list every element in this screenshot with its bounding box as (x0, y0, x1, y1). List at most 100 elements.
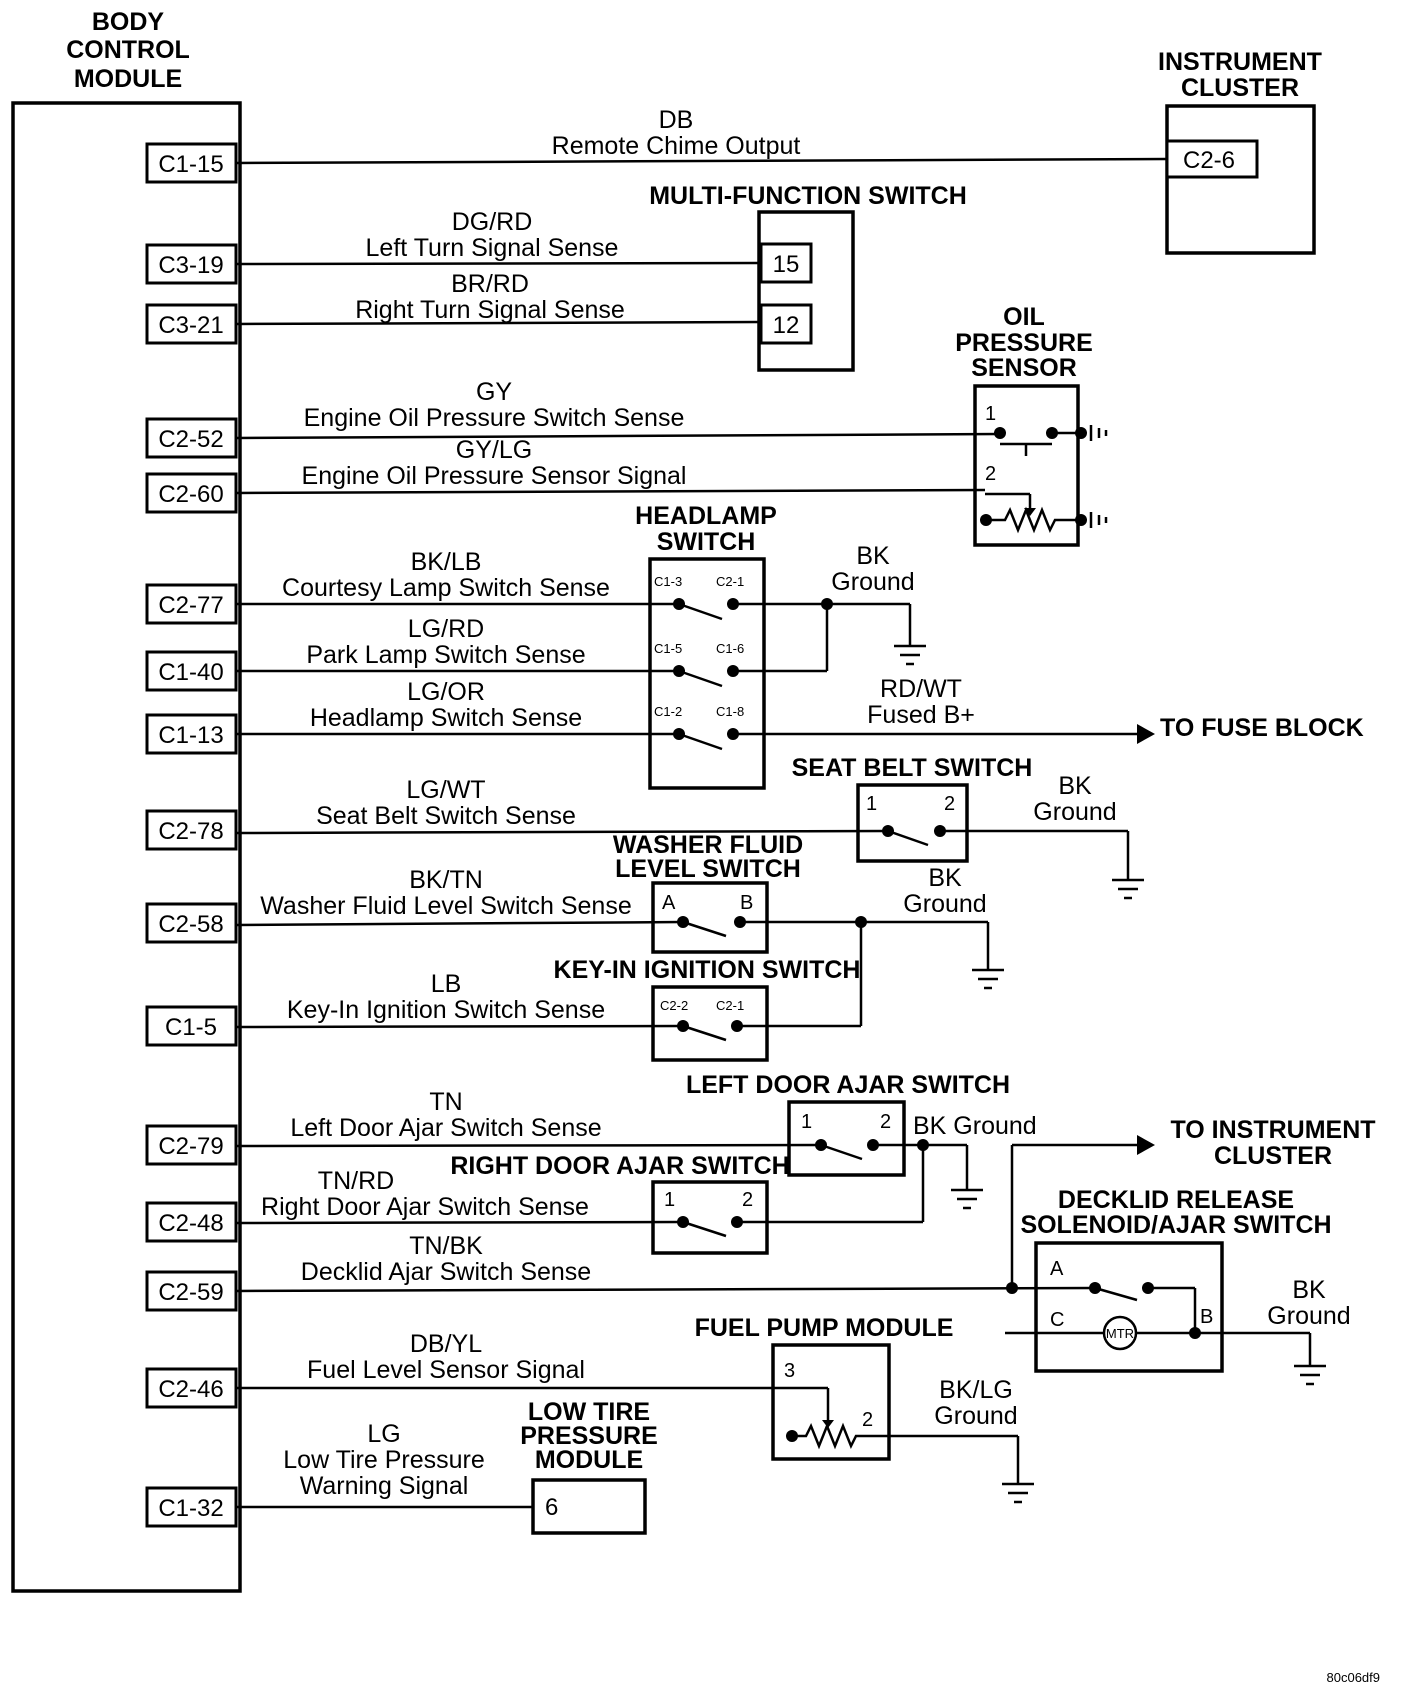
oil-pressure-box (973, 384, 1080, 547)
pin-label: C2-79 (158, 1133, 223, 1160)
bcm-title-line-2: CONTROL (66, 36, 190, 64)
to-instrument-cluster: TO INSTRUMENT CLUSTER (1012, 1116, 1376, 1170)
oil-pressure-title-2: PRESSURE (955, 329, 1093, 357)
oil-switch-circuit: GY Engine Oil Pressure Switch Sense (235, 378, 1001, 440)
courtesy-circuit: BK/LB Courtesy Lamp Switch Sense (236, 548, 679, 606)
ground-icon (892, 620, 928, 666)
pin-label: A (662, 892, 676, 914)
courtesy-switch-blade (678, 602, 723, 621)
wire-function-label: Park Lamp Switch Sense (306, 641, 585, 669)
decklid-title-2: SOLENOID/AJAR SWITCH (1020, 1211, 1331, 1239)
right-door-circuit: TN/RD Right Door Ajar Switch Sense (235, 1145, 925, 1225)
pin-label: C2-48 (158, 1210, 223, 1237)
wire-color-label: DG/RD (452, 208, 533, 236)
ground-icon (1292, 1340, 1328, 1386)
oil-sensor-resistor-icon (986, 506, 1081, 534)
instrument-cluster-pin-label: C2-6 (1183, 147, 1235, 174)
bcm-pin-c2-58: C2-58 (145, 902, 238, 944)
right-door-switch-title: RIGHT DOOR AJAR SWITCH (450, 1152, 789, 1180)
ground-label: Ground (903, 890, 986, 918)
oil-pressure-title-3: SENSOR (971, 354, 1077, 382)
pin-label: C1-32 (158, 1495, 223, 1522)
pin-label: C (1050, 1309, 1064, 1331)
bcm-pin-c2-77: C2-77 (145, 583, 238, 625)
wire-color-label: TN/BK (409, 1232, 483, 1260)
to-instrument-cluster-label-2: CLUSTER (1214, 1142, 1332, 1170)
pin-label: 1 (866, 793, 877, 815)
washer-fluid-level-switch: WASHER FLUID LEVEL SWITCH A B (613, 831, 803, 954)
wire-function-label-2: Warning Signal (300, 1472, 469, 1500)
washer-circuit: BK/TN Washer Fluid Level Switch Sense BK… (235, 864, 1006, 990)
wire-color-label: GY/LG (456, 436, 532, 464)
right-turn-circuit: BR/RD Right Turn Signal Sense (235, 270, 762, 326)
bcm-pin-c2-52: C2-52 (145, 417, 238, 459)
ground-label: Ground (1033, 798, 1116, 826)
wire-color-label: BR/RD (451, 270, 529, 298)
ground-icon (1000, 1458, 1036, 1504)
pin-label: C2-1 (716, 574, 744, 589)
seat-belt-circuit: LG/WT Seat Belt Switch Sense BK Ground (235, 772, 1146, 900)
washer-switch-title-1: WASHER FLUID (613, 831, 803, 859)
wire-function-label: Fuel Level Sensor Signal (307, 1356, 585, 1384)
pin-label: C2-77 (158, 592, 223, 619)
arrow-right-icon (1137, 1135, 1155, 1155)
multi-function-switch: MULTI-FUNCTION SWITCH 15 12 (649, 182, 967, 372)
pin-label: C2-1 (716, 998, 744, 1013)
headlamp-switch-blade (678, 732, 723, 751)
low-tire-title-2: PRESSURE (520, 1422, 658, 1450)
remote-chime-circuit: DB Remote Chime Output (235, 106, 1168, 165)
left-door-switch-blade (820, 1143, 863, 1161)
bcm-pin-c1-5: C1-5 (145, 1005, 238, 1047)
bcm-box (11, 101, 242, 1593)
ground-icon (970, 944, 1006, 990)
bcm-pin-c2-46: C2-46 (145, 1367, 238, 1409)
left-turn-circuit: DG/RD Left Turn Signal Sense (235, 208, 762, 266)
wire-function-label: Right Turn Signal Sense (355, 296, 625, 324)
figure-code: 80c06df9 (1327, 1670, 1381, 1685)
ground-icon (1110, 854, 1146, 900)
wire-color-label: LG/RD (408, 615, 484, 643)
park-switch-blade (678, 669, 723, 688)
fuel-pump-box (771, 1343, 891, 1461)
multi-function-switch-title: MULTI-FUNCTION SWITCH (649, 182, 967, 210)
oil-pin-2-label: 2 (985, 463, 996, 485)
pin-label: C1-5 (654, 641, 682, 656)
bcm-pin-c2-60: C2-60 (145, 472, 238, 514)
ground-label: BK Ground (913, 1112, 1037, 1140)
decklid-title-1: DECKLID RELEASE (1058, 1186, 1294, 1214)
washer-switch-blade (682, 920, 727, 938)
pin-label: 1 (664, 1189, 675, 1211)
motor-label: MTR (1106, 1326, 1134, 1341)
pin-label: C3-21 (158, 312, 223, 339)
bcm-pin-c1-32: C1-32 (145, 1486, 238, 1528)
ground-label: Ground (934, 1402, 1017, 1430)
headlamp-switch-title-1: HEADLAMP (635, 502, 777, 530)
pin-label: C2-2 (660, 998, 688, 1013)
pin-label: C2-58 (158, 911, 223, 938)
headlamp-ground-circuit: BK Ground (733, 542, 928, 673)
bcm-title-line-1: BODY (92, 8, 165, 36)
pin-label: C1-6 (716, 641, 744, 656)
decklid-switch-blade (1094, 1286, 1138, 1302)
bcm-pin-c1-13: C1-13 (145, 713, 238, 755)
low-tire-pressure-module: LOW TIRE PRESSURE MODULE 6 (520, 1398, 658, 1535)
ground-label: Ground (1267, 1302, 1350, 1330)
ground-icon (949, 1164, 985, 1210)
pin-label: 2 (944, 793, 955, 815)
bcm-pin-c2-48: C2-48 (145, 1201, 238, 1243)
pin-label: C2-59 (158, 1279, 223, 1306)
pin-label: C2-52 (158, 426, 223, 453)
bcm-pin-c2-79: C2-79 (145, 1124, 238, 1166)
pin-label: C1-2 (654, 704, 682, 719)
bcm-pin-c1-40: C1-40 (145, 650, 238, 692)
pin-label: B (740, 892, 753, 914)
wire-function-label: Seat Belt Switch Sense (316, 802, 576, 830)
wire-function-label-1: Low Tire Pressure (283, 1446, 484, 1474)
oil-pressure-title-1: OIL (1003, 303, 1045, 331)
fused-b-circuit: RD/WT Fused B+ TO FUSE BLOCK (733, 675, 1364, 744)
washer-switch-title-2: LEVEL SWITCH (615, 855, 801, 883)
wire-color-label: TN (429, 1088, 462, 1116)
ground-label: Ground (831, 568, 914, 596)
wire-function-label: Left Door Ajar Switch Sense (290, 1114, 601, 1142)
